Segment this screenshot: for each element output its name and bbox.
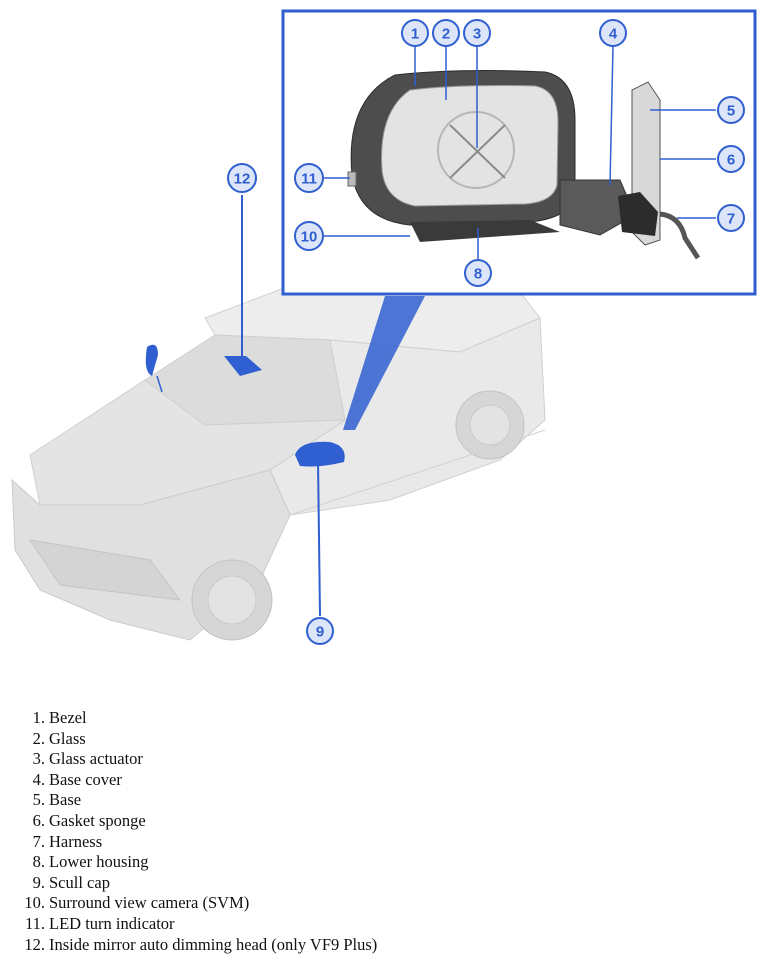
callout-12: 12 xyxy=(227,163,257,193)
car-grille xyxy=(28,539,182,601)
mirror-gasket xyxy=(618,192,658,236)
svg-text:9: 9 xyxy=(316,624,324,641)
led-turn-indicator-part xyxy=(347,171,357,187)
svg-text:2: 2 xyxy=(442,26,450,43)
legend-item: 10.Surround view camera (SVM) xyxy=(24,893,250,913)
callout-8: 8 xyxy=(464,259,492,287)
svg-text:12: 12 xyxy=(234,171,251,188)
callout-6: 6 xyxy=(717,145,745,173)
svg-text:8: 8 xyxy=(474,266,482,283)
legend-item: 4.Base cover xyxy=(32,769,122,789)
callout-7: 7 xyxy=(717,204,745,232)
legend-item: 6.Gasket sponge xyxy=(32,810,146,830)
legend-item: 5.Base xyxy=(32,790,82,810)
legend-item: 12.Inside mirror auto dimming head (only… xyxy=(24,934,378,954)
legend-item: 9.Scull cap xyxy=(32,872,110,892)
glass-actuator xyxy=(437,111,515,189)
svg-text:5: 5 xyxy=(727,103,735,120)
legend-item: 1.Bezel xyxy=(32,708,87,727)
left-mirror-part xyxy=(145,344,163,393)
car-rear-rim xyxy=(469,404,511,446)
mirror-detail xyxy=(347,70,701,260)
legend-item: 8.Lower housing xyxy=(32,852,149,872)
svg-text:7: 7 xyxy=(727,211,735,228)
legend-item: 7.Harness xyxy=(32,831,103,851)
svg-text:11: 11 xyxy=(301,171,317,188)
svg-text:10: 10 xyxy=(301,229,318,246)
svg-text:6: 6 xyxy=(727,152,735,169)
legend-item: 2.Glass xyxy=(32,728,86,748)
car-illustration xyxy=(11,281,546,641)
car-sill-line xyxy=(289,429,546,516)
legend-item: 3.Glass actuator xyxy=(32,749,143,769)
mirror-glass xyxy=(381,85,559,207)
leader-lines xyxy=(324,45,716,260)
mirror-diagram: 1 2 3 4 5 6 7 8 9 10 11 12 xyxy=(11,9,757,645)
parts-legend: 1.Bezel 2.Glass 3.Glass actuator 4.Base … xyxy=(18,708,377,955)
callout-9: 9 xyxy=(306,617,334,645)
callout-11: 11 xyxy=(294,163,324,193)
callout-1: 1 xyxy=(401,19,429,47)
callout-10: 10 xyxy=(294,221,324,251)
callout-3: 3 xyxy=(463,19,491,47)
svg-text:1: 1 xyxy=(411,26,419,43)
callout-2: 2 xyxy=(432,19,460,47)
right-mirror-part xyxy=(295,441,345,617)
zoom-beam xyxy=(343,296,425,430)
callout-4: 4 xyxy=(599,19,627,47)
mirror-lower-housing xyxy=(410,220,560,242)
callout-5: 5 xyxy=(717,96,745,124)
svg-text:3: 3 xyxy=(473,26,481,43)
mirror-harness xyxy=(659,211,701,260)
legend-item: 11.LED turn indicator xyxy=(24,913,175,933)
svg-text:4: 4 xyxy=(609,26,618,43)
inside-mirror-part xyxy=(224,195,262,376)
car-front-rim xyxy=(207,575,257,625)
